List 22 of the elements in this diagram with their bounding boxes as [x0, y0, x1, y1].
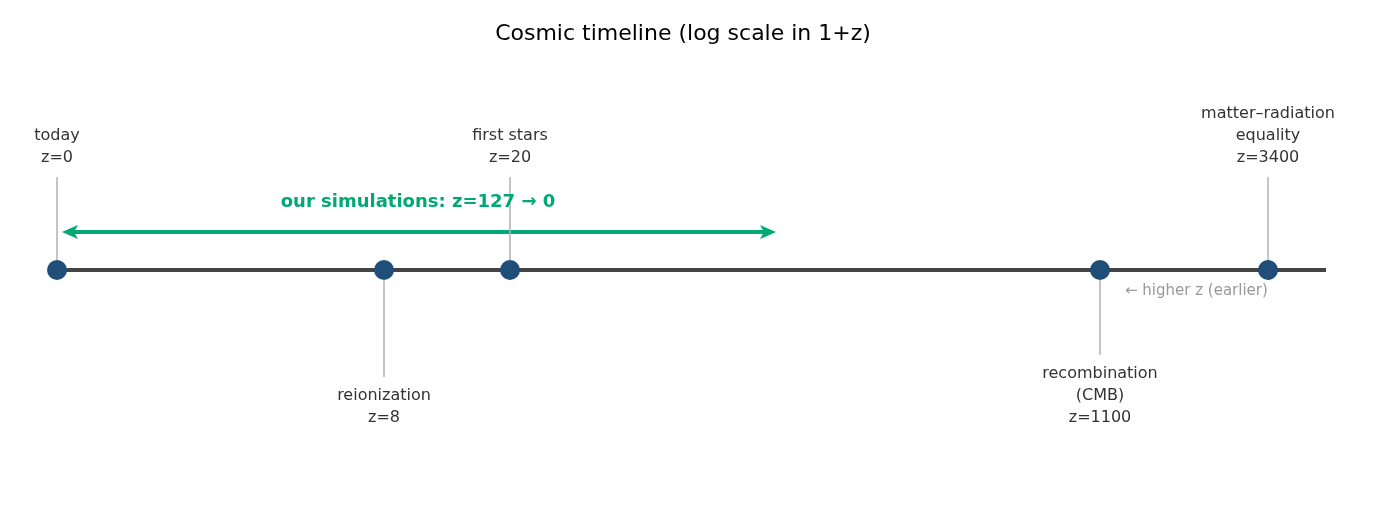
event-dot-icon	[374, 260, 394, 280]
event-dot-icon	[47, 260, 67, 280]
redshift-label: z=1100	[1067, 406, 1133, 428]
leader-line	[1099, 279, 1101, 356]
event-label: recombination (CMB)	[1041, 362, 1159, 406]
event-label: reionization	[336, 384, 432, 406]
event-dot-icon	[1090, 260, 1110, 280]
event-label: first stars	[471, 124, 549, 146]
leader-line	[56, 176, 58, 261]
direction-note: ← higher z (earlier)	[1125, 281, 1268, 299]
redshift-label: z=20	[487, 146, 533, 168]
event-dot-icon	[500, 260, 520, 280]
event-dot-icon	[1258, 260, 1278, 280]
redshift-label: z=0	[40, 146, 74, 168]
chart-title: Cosmic timeline (log scale in 1+z)	[495, 20, 871, 45]
leader-line	[1267, 176, 1269, 261]
leader-line	[383, 279, 385, 378]
leader-line	[509, 176, 511, 261]
range-label: our simulations: z=127 → 0	[280, 189, 556, 211]
redshift-label: z=3400	[1235, 146, 1301, 168]
redshift-label: z=8	[367, 406, 401, 428]
event-label: today	[33, 124, 81, 146]
